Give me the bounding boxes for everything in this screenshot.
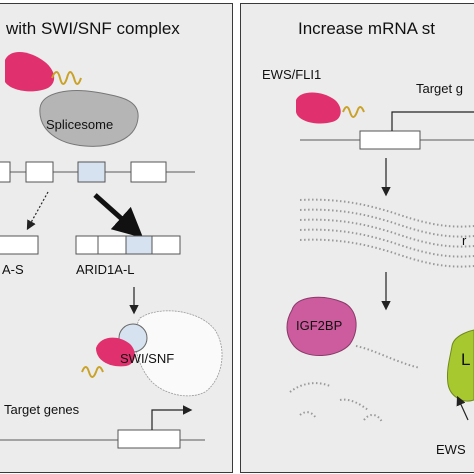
mrna-strands — [299, 198, 474, 268]
mrna-fragment-5 — [363, 414, 383, 423]
tss-arrow-right — [391, 111, 474, 131]
ews-bottom-label: EWS — [436, 442, 466, 457]
mrna-fragment-3 — [339, 398, 369, 411]
right-panel — [240, 3, 474, 473]
short-isoform-box — [0, 235, 39, 255]
swisnf-complex — [81, 310, 223, 397]
target-label-right: Target g — [416, 81, 463, 96]
dotted-arrow-short — [26, 191, 49, 231]
swisnf-label: SWI/SNF — [120, 351, 175, 366]
splicesome-label: Splicesome — [46, 117, 114, 132]
ews-fli1-label-right: EWS/FLI1 — [262, 67, 322, 82]
arrow-to-lin28 — [456, 395, 469, 421]
target-gene-box-left — [117, 429, 181, 449]
short-isoform-label: A-S — [2, 262, 24, 277]
igf2bp-label: IGF2BP — [296, 318, 343, 333]
thick-arrow-long — [93, 193, 144, 238]
mrna-fragment-2 — [289, 382, 331, 393]
left-panel-title: with SWI/SNF complex — [6, 19, 180, 38]
long-isoform — [75, 235, 181, 255]
ews-fli1-protein-left — [5, 51, 82, 92]
target-genes-label-left: Target genes — [4, 402, 80, 417]
mrna-fragment-4 — [299, 411, 317, 419]
igf2bp-protein — [286, 296, 357, 357]
target-gene-box-right — [359, 130, 421, 150]
exon-4 — [130, 161, 167, 183]
ews-fli1-protein-right — [296, 92, 365, 124]
mrna-label: r — [462, 233, 467, 248]
exon-3-highlight — [77, 161, 106, 183]
right-panel-title: Increase mRNA st — [298, 19, 435, 38]
splicesome-blob — [39, 90, 139, 147]
lin28-label: L — [461, 350, 471, 369]
tss-arrow-left — [151, 405, 193, 430]
long-isoform-label: ARID1A-L — [76, 262, 135, 277]
exon-1 — [0, 161, 11, 183]
exon-2 — [25, 161, 54, 183]
mrna-fragment-1 — [355, 345, 421, 369]
